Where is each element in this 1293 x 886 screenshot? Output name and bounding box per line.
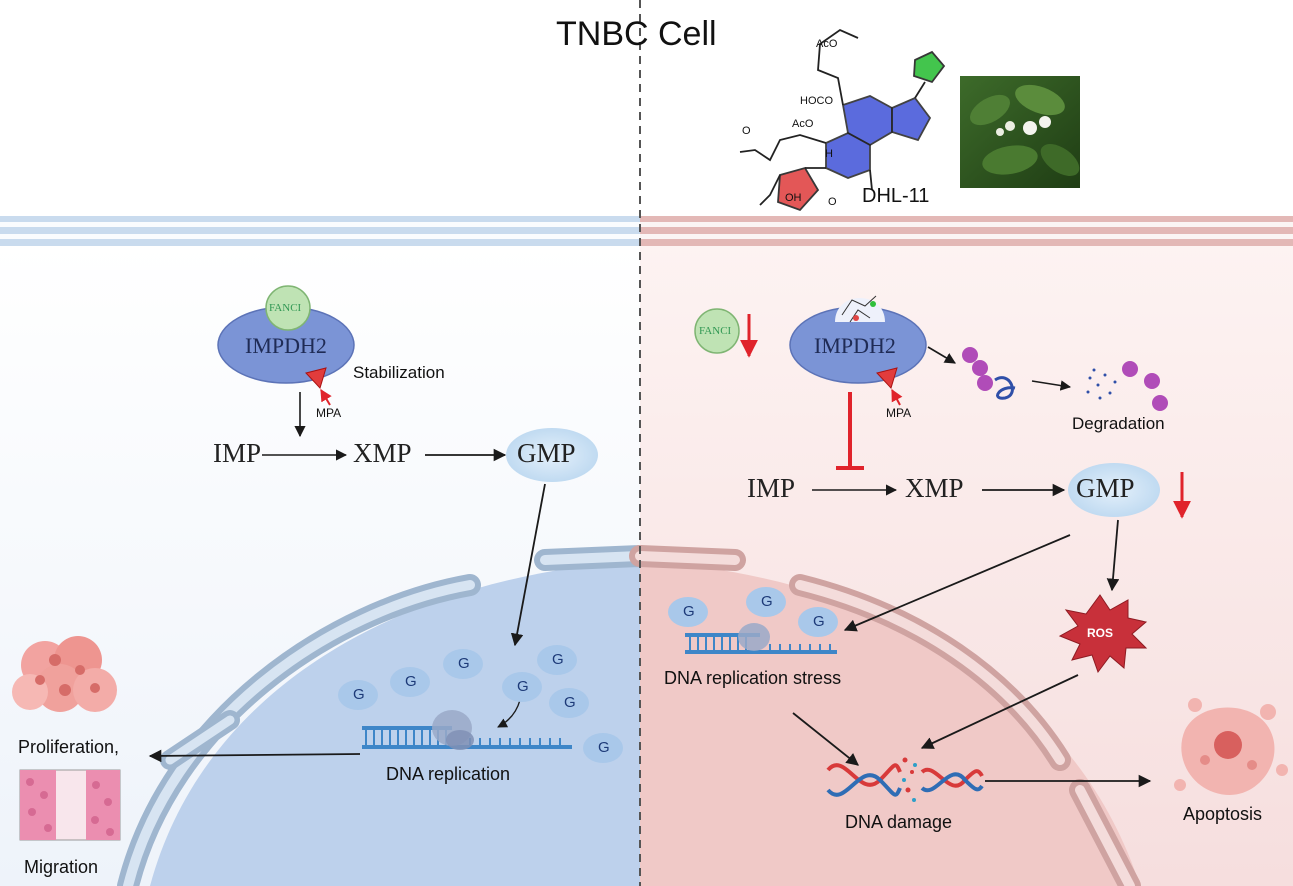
proliferation-cluster-image [12,636,117,712]
g-molecule [443,649,483,679]
proliferation-label: Proliferation, [18,737,120,757]
left-gmp-label: GMP [517,438,576,468]
diagram-title: TNBC Cell [556,15,717,53]
ros-label: ROS [1087,626,1114,640]
g-label: G [598,739,610,756]
left-fanci-label: FANCI [269,302,302,314]
migration-image [19,769,121,841]
g-molecule [338,680,378,710]
right-imp-label: IMP [747,473,796,503]
right-fanci-label: FANCI [699,325,732,337]
g-label: G [552,651,564,668]
degradation-label: Degradation [1072,414,1165,433]
cell-membrane-right [640,216,1293,246]
degraded-fragments-icon [1086,368,1117,400]
compound-name: DHL-11 [862,185,930,207]
g-molecule [390,667,430,697]
structure-label-aco-1: AcO [816,38,838,50]
g-molecule [537,645,577,675]
damaged-dna-helix [826,757,984,802]
protein-chain-icon [962,347,1016,400]
left-imp-label: IMP [213,438,262,468]
g-label: G [353,686,365,703]
structure-label-h: H [825,148,833,160]
stress-to-damage-arrow [792,712,859,766]
left-stabilization-label: Stabilization [353,363,445,382]
left-xmp-label: XMP [353,438,412,468]
left-gmp-to-dna-arrow [510,483,546,647]
structure-label-oh: OH [785,192,802,204]
structure-label-o-2: O [828,196,837,208]
g-molecule [746,587,786,617]
ros-burst [1058,594,1148,674]
right-gmp-label: GMP [1076,473,1135,503]
right-mpa-pointer [891,388,903,406]
apoptosis-label: Apoptosis [1183,804,1263,824]
right-impdh2-label: IMPDH2 [814,333,896,358]
g-label: G [813,613,825,630]
right-gmp-bubble [1068,463,1160,517]
g-label: G [761,593,773,610]
cell-membrane-left [0,216,640,246]
replication-stress-label: DNA replication stress [664,668,842,688]
right-xmp-label: XMP [905,473,964,503]
plant-photo [960,76,1080,188]
left-mpa-pointer [320,388,332,406]
dhl11-structure [739,28,946,212]
structure-label-o-1: O [742,125,751,137]
right-g-molecules [668,587,838,637]
migration-label: Migration [24,857,99,877]
left-g-to-dna-arrow [497,699,521,728]
gmp-to-ros-arrow [1106,519,1120,592]
right-fanci-reduced [694,308,740,354]
dna-replication-label: DNA replication [386,764,511,784]
left-mpa-label: MPA [316,406,342,420]
g-molecule [502,672,542,702]
to-degradation-arrow [927,346,956,364]
structure-label-aco-2: AcO [792,118,814,130]
g-label: G [683,603,695,620]
free-amino-acids-icon [1122,361,1168,411]
g-molecule [798,607,838,637]
right-mpa-label: MPA [886,406,912,420]
inhibition-symbol [836,392,864,470]
left-impdh2-complex [217,285,355,389]
left-dna-replication-strand [362,710,572,750]
g-molecule [549,688,589,718]
g-label: G [517,678,529,695]
structure-label-hoco: HOCO [800,95,833,107]
apoptotic-cell-image [1174,698,1288,795]
ros-to-damage-arrow [920,674,1079,749]
g-label: G [564,694,576,711]
left-impdh2-label: IMPDH2 [245,333,327,358]
g-label: G [458,655,470,672]
right-impdh2-complex [789,295,927,389]
left-g-molecules [338,645,623,763]
g-molecule [668,597,708,627]
chain-to-fragments-arrow [1031,380,1072,391]
left-outcome-arrow [148,749,361,763]
gmp-to-stress-arrow [843,534,1071,632]
left-gmp-bubble [506,428,598,482]
g-molecule [583,733,623,763]
stalled-replication-strand [685,623,837,654]
g-label: G [405,673,417,690]
dna-damage-label: DNA damage [845,812,953,832]
